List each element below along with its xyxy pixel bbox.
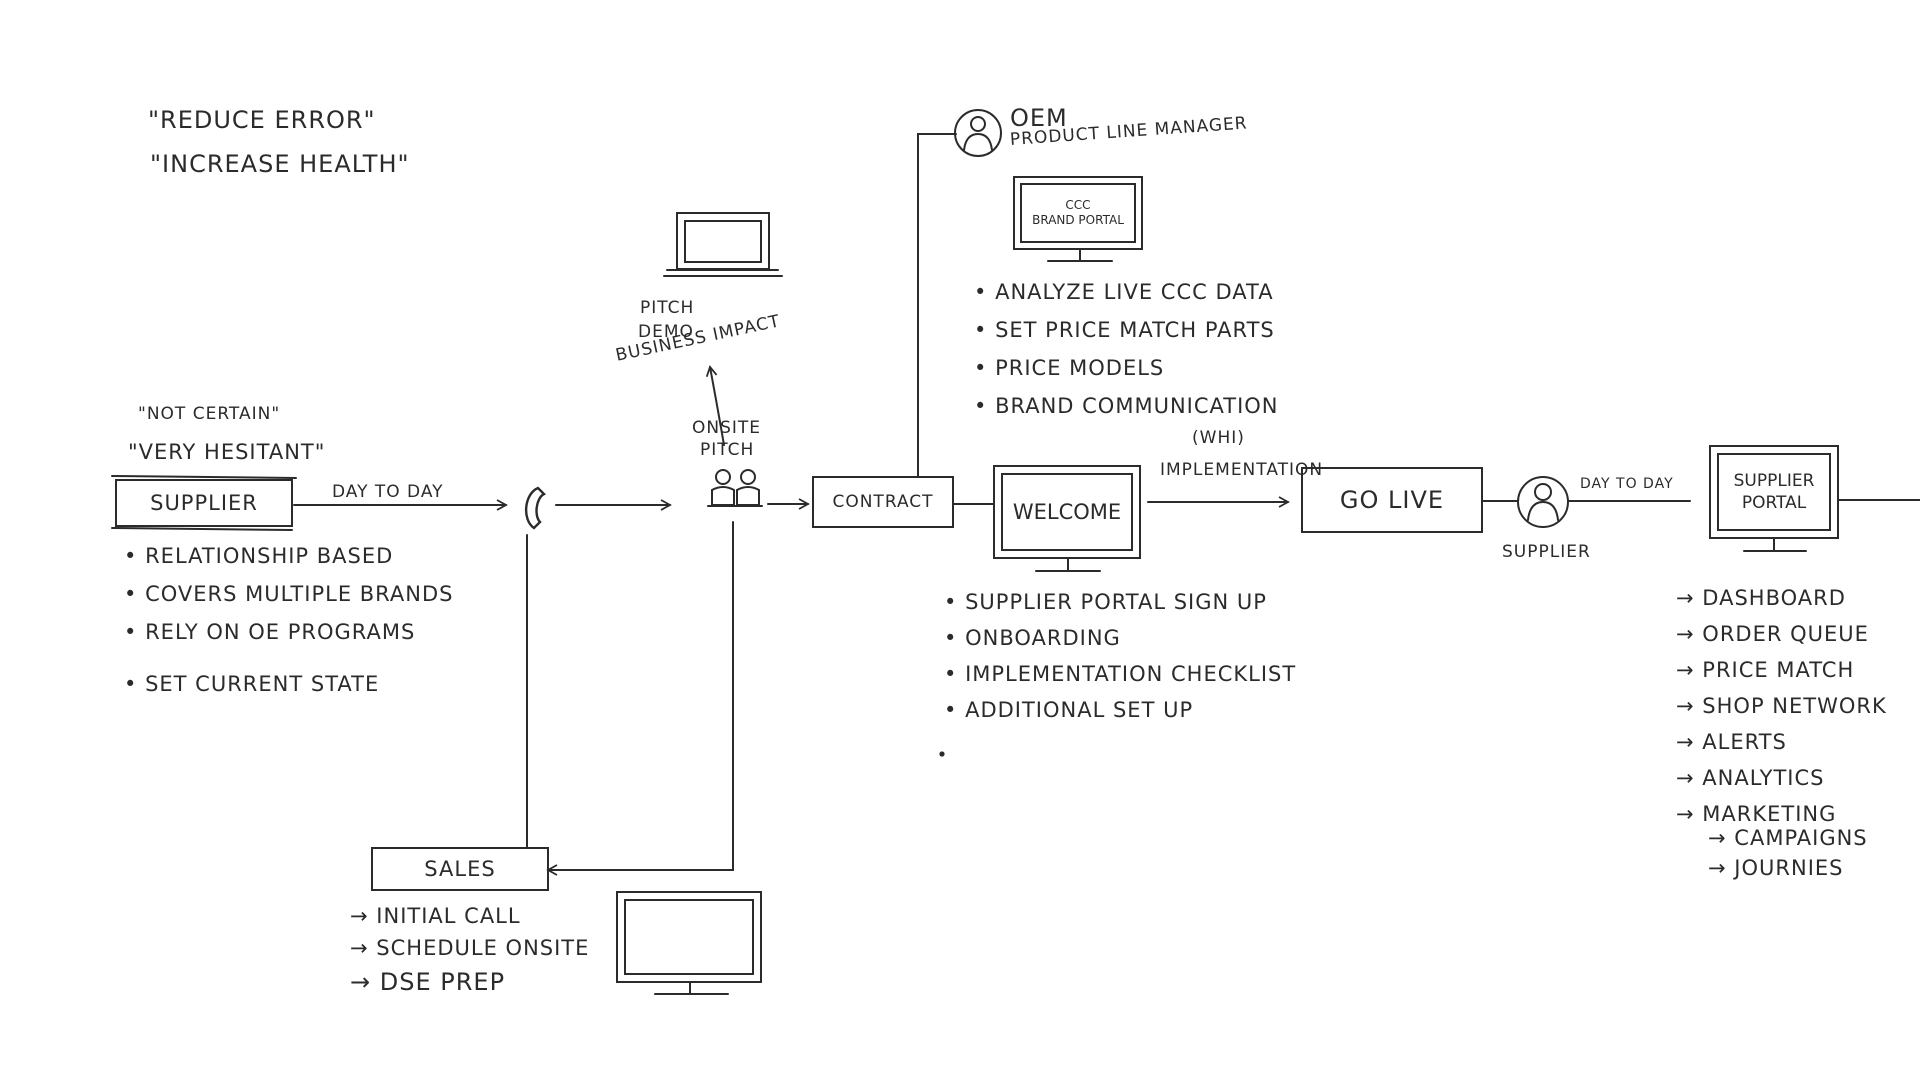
supplier-portal-line-1: SUPPLIER [1733,471,1815,491]
edge-contract-oem [917,133,957,478]
contract-label: CONTRACT [832,492,934,512]
edge-label-day-to-day-2: DAY TO DAY [1580,476,1674,492]
pitch-note-pitch: PITCH [640,298,695,318]
list-item: → MARKETING [1676,802,1837,826]
list-item: → ALERTS [1676,730,1787,754]
welcome-label: WELCOME [1012,500,1122,524]
supplier-portal-line-2: PORTAL [1741,493,1807,513]
list-item: → SCHEDULE ONSITE [350,936,590,960]
desktop-monitor-icon [616,891,762,995]
oem-title: OEM [1010,104,1068,132]
list-item: • IMPLEMENTATION CHECKLIST [944,662,1297,686]
list-item: • SET PRICE MATCH PARTS [974,318,1275,342]
supplier-persona-icon [1517,476,1569,528]
welcome-notes: • SUPPLIER PORTAL SIGN UP • ONBOARDING •… [944,590,1296,734]
list-item: → JOURNIES [1708,856,1844,880]
list-item: → CAMPAIGNS [1708,826,1868,850]
list-item: → ANALYTICS [1676,766,1825,790]
brand-portal-monitor-icon [1013,176,1143,262]
oem-persona-icon [954,109,1002,157]
supplier-box [115,479,293,527]
list-item: • ONBOARDING [944,626,1121,650]
quote-increase-health: "INCREASE HEALTH" [150,150,410,178]
go-live-label: GO LIVE [1339,486,1445,514]
stray-dot [939,751,945,757]
supplier-notes: • RELATIONSHIP BASED • COVERS MULTIPLE B… [124,544,453,710]
list-item: → INITIAL CALL [350,904,521,928]
edge-label-whi: (WHI) [1192,428,1245,448]
list-item: • COVERS MULTIPLE BRANDS [124,582,454,606]
list-item: → SHOP NETWORK [1676,694,1887,718]
list-item: → DASHBOARD [1676,586,1846,610]
list-item: • SUPPLIER PORTAL SIGN UP [944,590,1267,614]
quote-very-hesitant: "VERY HESITANT" [128,440,326,464]
onsite-label: ONSITE [692,418,762,438]
supplier-portal-screen: SUPPLIER PORTAL [1718,454,1830,530]
portal-subfeatures: → CAMPAIGNS → JOURNIES [1708,826,1868,886]
edge-label-implementation: IMPLEMENTATION [1160,460,1324,480]
edge-pitch-sales [546,521,734,876]
list-item: • PRICE MODELS [974,356,1165,380]
pitch-note-demo: DEMO [638,322,694,342]
quote-reduce-error: "REDUCE ERROR" [148,106,376,134]
edge-pitch-notes [705,365,725,446]
list-item: • ADDITIONAL SET UP [944,698,1194,722]
pitch-label: PITCH [700,440,755,460]
edge-label-day-to-day-1: DAY TO DAY [332,482,444,502]
sales-label: SALES [424,857,496,881]
quote-not-certain: "NOT CERTAIN" [138,404,281,424]
supplier-persona-label: SUPPLIER [1502,542,1591,562]
brand-portal-screen: CCC BRAND PORTAL [1021,184,1135,242]
list-item: • RELATIONSHIP BASED [124,544,394,568]
people-icon [707,469,763,507]
brand-portal-notes: • ANALYZE LIVE CCC DATA • SET PRICE MATC… [974,280,1279,432]
go-live-box [1301,467,1483,533]
brand-portal-line-2: BRAND PORTAL [1032,213,1124,227]
laptop-icon [663,212,783,277]
contract-box [812,476,954,528]
welcome-monitor-icon [993,465,1141,572]
list-item: • BRAND COMMUNICATION [974,394,1279,418]
portal-features: → DASHBOARD → ORDER QUEUE → PRICE MATCH … [1676,586,1887,838]
list-item: → DSE PREP [350,968,506,996]
supplier-label: SUPPLIER [150,491,258,515]
list-item: → PRICE MATCH [1676,658,1855,682]
phone-icon [525,486,547,530]
list-item: • ANALYZE LIVE CCC DATA [974,280,1274,304]
supplier-portal-monitor-icon [1709,445,1839,552]
list-item: • SET CURRENT STATE [124,672,380,696]
brand-portal-line-1: CCC [1065,198,1091,212]
sales-notes: → INITIAL CALL → SCHEDULE ONSITE → DSE P… [350,904,589,1002]
list-item: • RELY ON OE PROGRAMS [124,620,416,644]
list-item: → ORDER QUEUE [1676,622,1869,646]
